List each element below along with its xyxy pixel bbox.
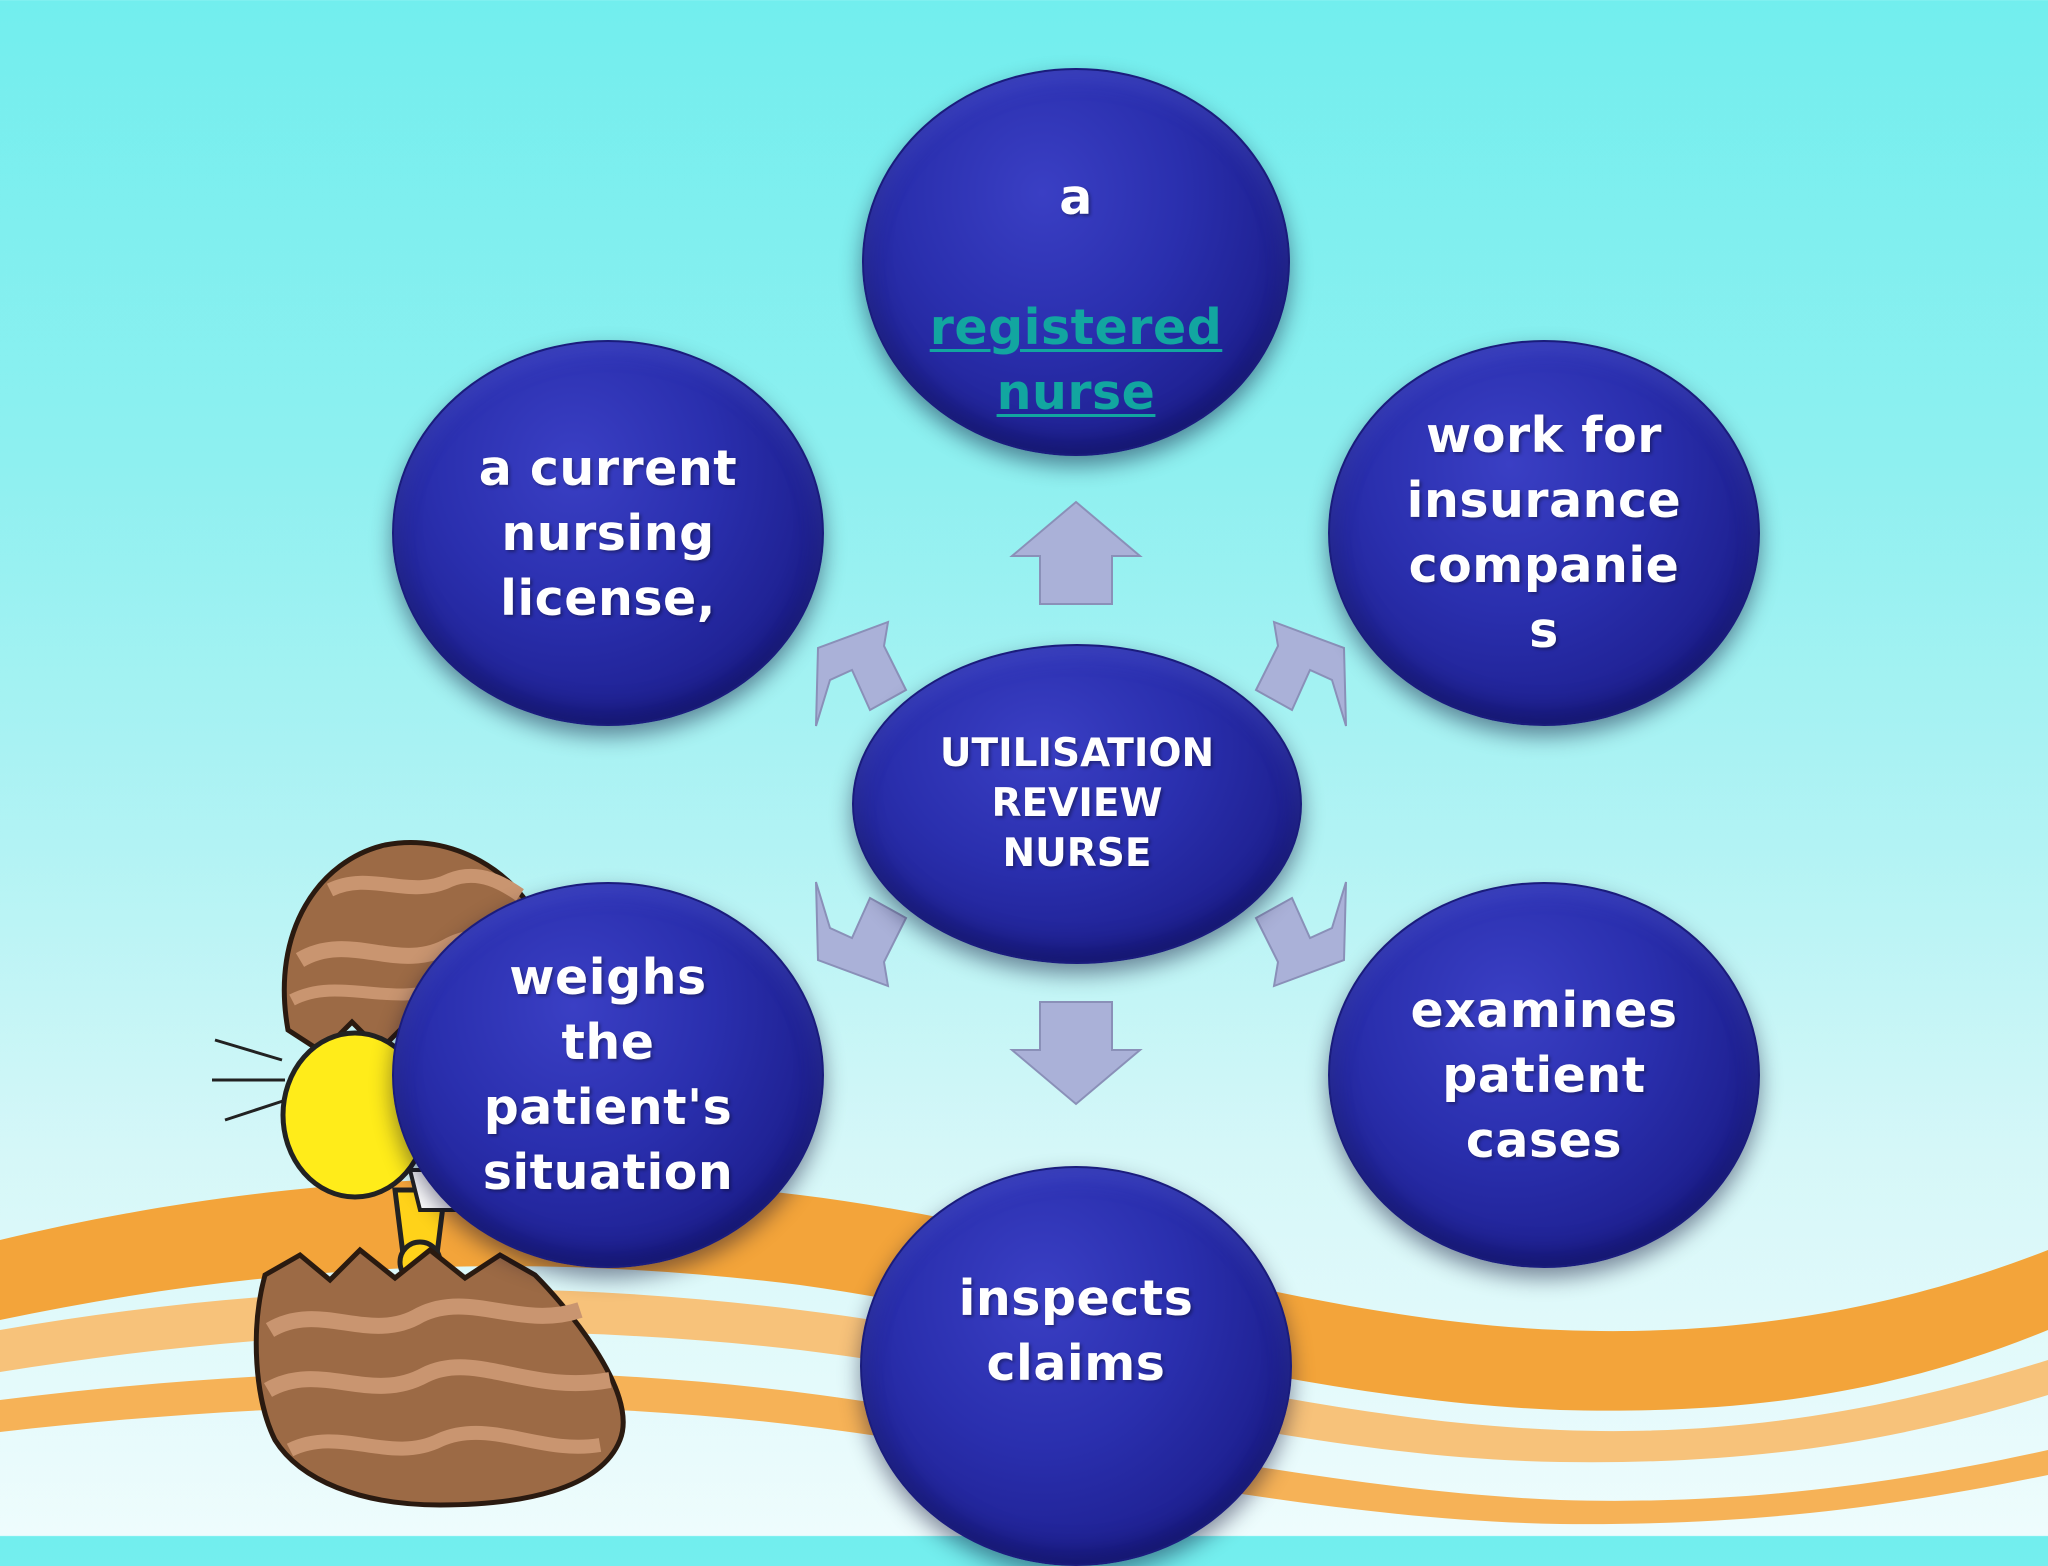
- arrow-down: [1009, 1001, 1143, 1106]
- arrow-down-right: [1254, 881, 1347, 988]
- node-registered-nurse: a registered nurse: [862, 68, 1290, 456]
- node-current-nursing-license: a current nursing license,: [392, 340, 824, 726]
- registered-nurse-link[interactable]: registered nurse: [929, 298, 1223, 421]
- node-weighs-patient-situation: weighs the patient's situation: [392, 882, 824, 1268]
- node-registered-nurse-label: a: [1059, 168, 1093, 226]
- node-work-for-insurance-label: work for insurance companie s: [1406, 407, 1682, 659]
- arrow-down-left: [815, 881, 908, 988]
- node-weighs-patient-situation-label: weighs the patient's situation: [482, 949, 734, 1201]
- arrow-up-left: [815, 620, 908, 727]
- arrow-up-right: [1254, 620, 1347, 727]
- node-current-nursing-license-label: a current nursing license,: [478, 439, 738, 627]
- node-inspects-claims: inspects claims: [860, 1166, 1292, 1566]
- center-node-utilisation-review-nurse: UTILISATION REVIEW NURSE: [852, 644, 1302, 964]
- node-examines-patient-cases-label: examines patient cases: [1410, 981, 1678, 1169]
- center-node-label: UTILISATION REVIEW NURSE: [939, 731, 1215, 876]
- node-work-for-insurance: work for insurance companie s: [1328, 340, 1760, 726]
- node-examines-patient-cases: examines patient cases: [1328, 882, 1760, 1268]
- arrow-up: [1009, 500, 1143, 605]
- node-inspects-claims-label: inspects claims: [958, 1270, 1194, 1392]
